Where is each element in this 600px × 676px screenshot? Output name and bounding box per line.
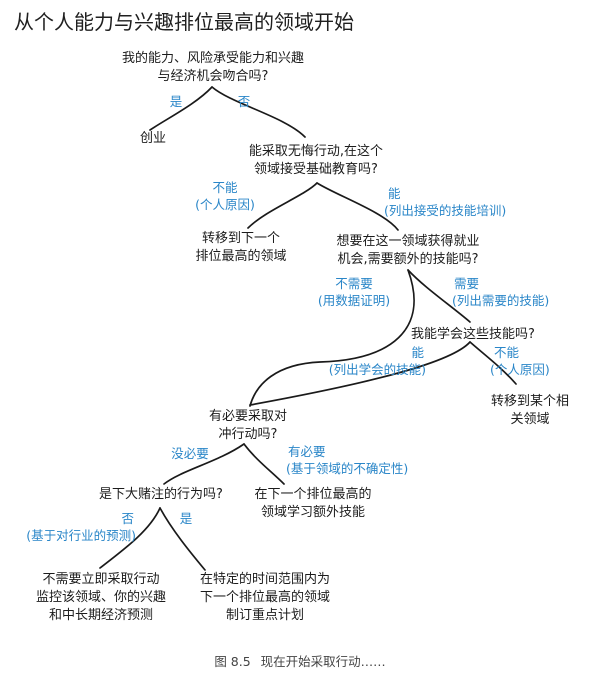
question-can-learn-skills: 我能学会这些技能吗? bbox=[411, 327, 535, 342]
connector-q6-monitor bbox=[99, 507, 161, 569]
question-hedge-action: 有必要采取对冲行动吗? bbox=[208, 409, 287, 442]
branch-label-yes-2: 是 bbox=[179, 511, 193, 526]
diagram-title: 从个人能力与兴趣排位最高的领域开始 bbox=[14, 10, 354, 34]
outcome-focused-plan: 在特定的时间范围内为下一个排位最高的领域制订重点计划 bbox=[199, 572, 330, 623]
question-big-bet: 是下大赌注的行为吗? bbox=[99, 487, 223, 502]
outcome-switch-related-field: 转移到某个相关领域 bbox=[490, 394, 569, 427]
connector-q4-q5 bbox=[249, 341, 471, 406]
branch-label-can-learned: 能(列出学会的技能) bbox=[328, 345, 426, 377]
outcome-monitor: 不需要立即采取行动监控该领域、你的兴趣和中长期经济预测 bbox=[35, 572, 166, 623]
connector-q2-q3 bbox=[316, 182, 399, 231]
connector-q1-q2 bbox=[211, 86, 306, 138]
branch-label-cannot-personal: 不能(个人原因) bbox=[195, 180, 255, 212]
branch-label-necessary: 有必要(基于领域的不确定性) bbox=[286, 444, 409, 476]
branch-label-no-forecast: 否(基于对行业的预测) bbox=[26, 511, 136, 543]
figure-number: 图 8.5 bbox=[214, 654, 251, 669]
figure-caption-text: 现在开始采取行动…… bbox=[260, 654, 386, 669]
branch-label-yes: 是 bbox=[169, 94, 183, 109]
question-no-regret-education: 能采取无悔行动,在这个领域接受基础教育吗? bbox=[248, 144, 384, 177]
connector-q3-q5 bbox=[249, 269, 415, 407]
question-fit-opportunity: 我的能力、风险承受能力和兴趣与经济机会吻合吗? bbox=[121, 51, 304, 84]
branch-label-needed: 需要(列出需要的技能) bbox=[452, 276, 550, 308]
connector-q1-startup bbox=[149, 86, 213, 131]
branch-label-unnecessary: 没必要 bbox=[171, 446, 209, 461]
branch-label-no: 否 bbox=[237, 94, 251, 109]
branch-label-not-needed: 不需要(用数据证明) bbox=[317, 276, 391, 308]
outcome-switch-next-field: 转移到下一个排位最高的领域 bbox=[195, 231, 287, 264]
outcome-learn-extra-skills: 在下一个排位最高的领域学习额外技能 bbox=[254, 487, 372, 520]
outcome-startup: 创业 bbox=[139, 131, 166, 146]
connector-q5-learn-skills bbox=[243, 443, 285, 485]
question-extra-skills: 想要在这一领域获得就业机会,需要额外的技能吗? bbox=[336, 234, 480, 267]
connector-q4-switch-related bbox=[469, 341, 517, 385]
connector-q3-q4 bbox=[407, 269, 471, 323]
connector-q2-switch-next bbox=[247, 182, 318, 229]
connector-q5-q6 bbox=[163, 443, 245, 485]
figure-caption: 图 8.5 现在开始采取行动…… bbox=[0, 651, 600, 670]
branch-label-cannot-personal-2: 不能(个人原因) bbox=[490, 345, 550, 377]
branch-label-can-training: 能(列出接受的技能培训) bbox=[384, 186, 507, 218]
connector-q6-plan bbox=[159, 507, 206, 571]
